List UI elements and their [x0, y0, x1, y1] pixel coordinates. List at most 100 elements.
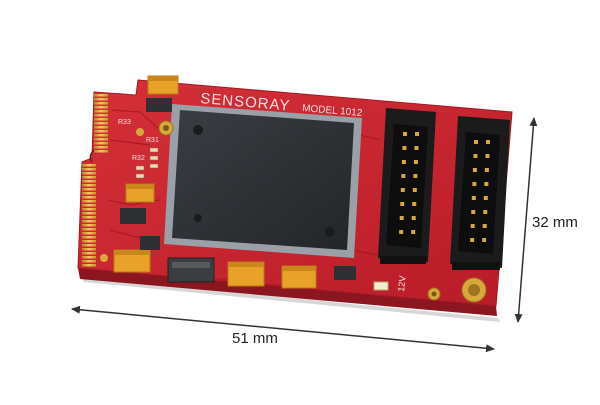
gold-finger [82, 220, 96, 223]
gold-finger [94, 114, 108, 117]
gold-finger [82, 248, 96, 251]
header-pin [470, 238, 475, 242]
gold-finger [82, 212, 96, 215]
mounting-pad [427, 287, 441, 301]
gold-finger [82, 240, 96, 243]
gold-finger [94, 126, 108, 129]
smd-component [334, 266, 356, 280]
inductor-top [172, 262, 210, 268]
header-pin [399, 230, 404, 234]
header-pin [485, 154, 490, 158]
header-pin [412, 202, 417, 206]
header-pin [401, 160, 406, 164]
width-dimension-label: 51 mm [232, 330, 278, 347]
header-pin [400, 188, 405, 192]
tantalum-capacitor [147, 75, 179, 95]
header-pin [484, 168, 489, 172]
resistor-array [135, 147, 159, 179]
gold-finger [94, 102, 108, 105]
led [373, 281, 389, 291]
header-pin [411, 230, 416, 234]
gold-finger [94, 138, 108, 141]
gold-finger [94, 106, 108, 109]
chip-mark [325, 227, 335, 237]
gold-finger [94, 142, 108, 145]
gold-finger [82, 168, 96, 171]
gold-finger [94, 110, 108, 113]
gold-finger [82, 204, 96, 207]
header-pin [473, 154, 478, 158]
header-pin [403, 132, 407, 136]
board-notch [89, 149, 95, 163]
edge-connector-lower [82, 164, 96, 267]
mounting-pad [461, 277, 487, 303]
tantalum-capacitor [113, 249, 151, 273]
tantalum-capacitor [281, 265, 317, 289]
gold-finger [82, 264, 96, 267]
header-pin [482, 238, 487, 242]
header-pin [471, 210, 476, 214]
header-pin [399, 216, 404, 220]
header-pin [484, 182, 489, 186]
box-header-connector-left [378, 108, 436, 264]
gold-finger [82, 216, 96, 219]
gold-finger [82, 196, 96, 199]
mounting-pad [158, 120, 174, 136]
gold-finger [94, 134, 108, 137]
header-pin [401, 174, 406, 178]
gold-finger [82, 256, 96, 259]
header-pin [413, 160, 418, 164]
header-pin [474, 140, 478, 144]
smd-component [146, 98, 172, 112]
gold-finger [82, 192, 96, 195]
gold-finger [82, 252, 96, 255]
gold-finger [94, 94, 108, 97]
header-pin [413, 174, 418, 178]
tantalum-capacitor [227, 261, 265, 287]
header-pin [470, 224, 475, 228]
tantalum-capacitor [125, 183, 155, 203]
gold-finger [82, 224, 96, 227]
mounting-pad [136, 128, 144, 136]
gold-finger [82, 244, 96, 247]
smd-component [120, 208, 146, 224]
resistor-label: R31 [146, 137, 159, 144]
mounting-pad [100, 254, 108, 262]
gold-finger [82, 184, 96, 187]
height-dimension-arrow [514, 117, 538, 323]
header-pin [483, 196, 488, 200]
gold-finger [82, 260, 96, 263]
gold-finger [94, 118, 108, 121]
gold-finger [94, 98, 108, 101]
gold-finger [94, 130, 108, 133]
header-pin [483, 210, 488, 214]
header-pin [472, 182, 477, 186]
header-pin [412, 188, 417, 192]
header-pin [415, 132, 419, 136]
gold-finger [82, 208, 96, 211]
gold-finger [82, 164, 96, 167]
gold-finger [94, 146, 108, 149]
resistor-label: R33 [118, 119, 131, 126]
gold-finger [82, 180, 96, 183]
gold-finger [82, 172, 96, 175]
gold-finger [82, 228, 96, 231]
resistor-label: R32 [132, 155, 145, 162]
header-pin [402, 146, 407, 150]
header-pin [414, 146, 419, 150]
main-chip [172, 110, 354, 250]
chip-mark [193, 125, 203, 135]
gold-finger [94, 150, 108, 153]
header-pin [472, 168, 477, 172]
header-pin [400, 202, 405, 206]
smd-component [140, 236, 160, 250]
voltage-label: 12V [396, 275, 408, 292]
edge-connector-upper [94, 94, 108, 153]
header-pin [411, 216, 416, 220]
gold-finger [82, 232, 96, 235]
width-dimension-arrow [71, 305, 495, 353]
height-dimension-label: 32 mm [532, 214, 578, 231]
gold-finger [82, 236, 96, 239]
